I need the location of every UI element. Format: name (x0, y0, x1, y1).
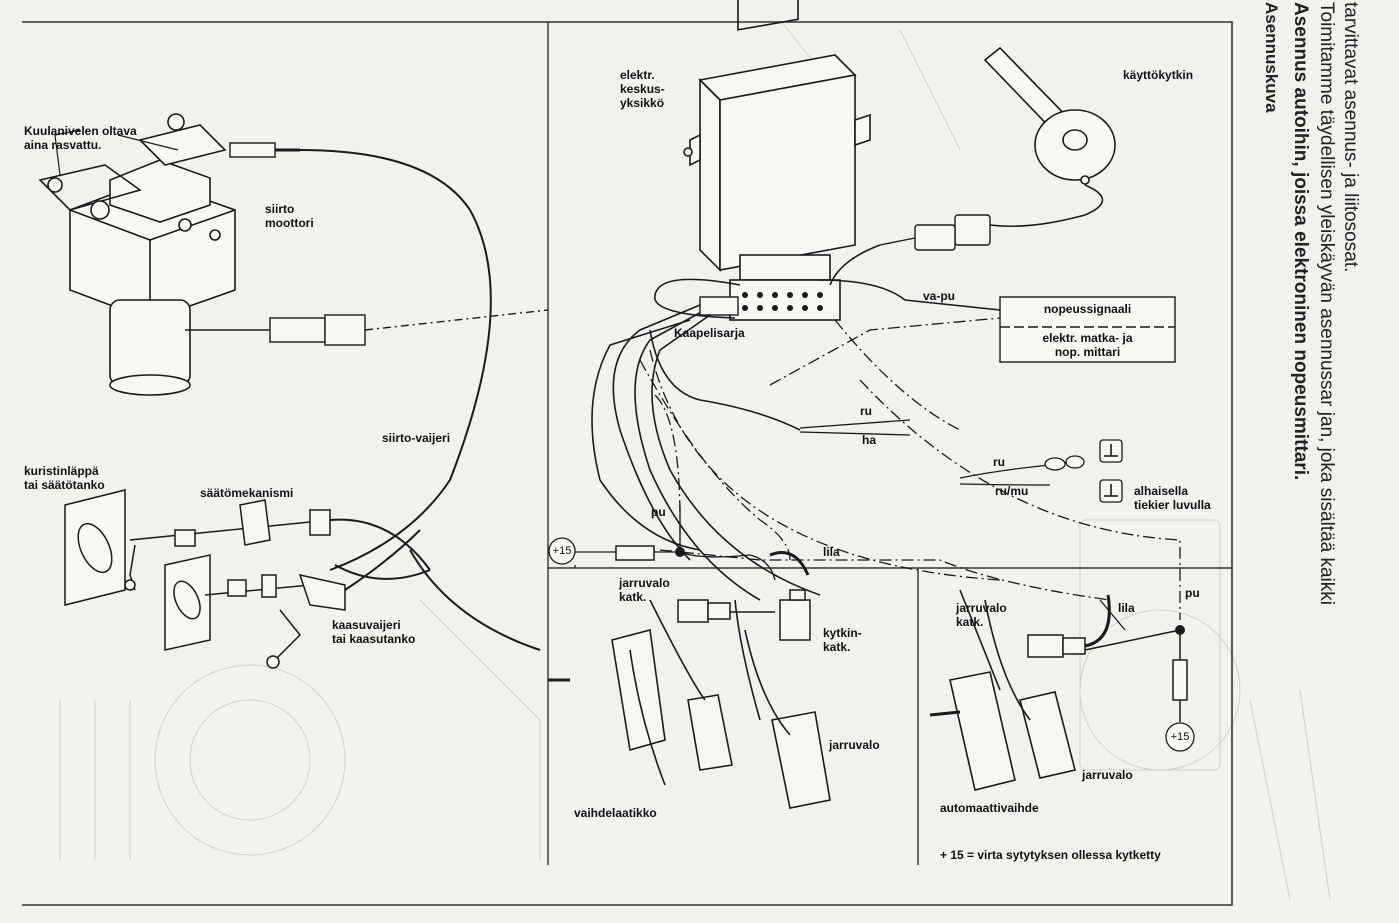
throttle-drawing (64, 489, 211, 651)
label-ha: ha (862, 433, 877, 447)
side-body-line2: tarvittavat asennus- ja liitososat. (1340, 2, 1361, 273)
label-manual-gearbox: vaihdelaatikko (574, 806, 657, 820)
label-brake-switch-1: jarruvalo katk. (619, 576, 670, 604)
auto-pedals (949, 589, 1076, 791)
label-ru-mu: ru/mu (995, 484, 1029, 498)
label-low-speed: alhaisella tiekier luvulla (1134, 484, 1211, 512)
label-brake-light-1: jarruvalo (829, 738, 880, 752)
label-clutch-switch: kytkin- katk. (823, 626, 862, 654)
label-pu-1: pu (651, 505, 666, 519)
transfer-cable (235, 149, 492, 580)
label-harness: Kaapelisarja (674, 326, 745, 340)
switch-connector (879, 214, 991, 251)
label-ball-joint: Kuulanivelen oltava aina rasvattu. (24, 124, 137, 152)
label-footnote: + 15 = virta sytytyksen ollessa kytketty (940, 848, 1161, 862)
page-frame (22, 21, 1233, 906)
label-motor: siirto moottori (265, 202, 314, 230)
manual-switches (615, 545, 811, 641)
wiring-harness (591, 244, 1001, 601)
label-plus15-b: +15 (1170, 731, 1190, 743)
label-automatic: automaattivaihde (940, 801, 1039, 815)
label-pu-2: pu (1185, 586, 1200, 600)
label-switch: käyttökytkin (1123, 68, 1194, 82)
control-cables (329, 518, 541, 651)
manual-pedals (611, 599, 831, 809)
ground-symbols (1104, 444, 1118, 497)
label-ecu: elektr. keskus- yksikkö (620, 68, 665, 110)
label-va-pu: va-pu (923, 289, 956, 303)
side-subheading: Asennus autoihin, joissa elektroninen no… (1290, 2, 1311, 481)
label-speed-signal: nopeussignaali (1043, 302, 1132, 316)
label-lila-2: lila (1118, 601, 1135, 615)
side-heading: Asennuskuva (1262, 2, 1281, 113)
label-lila-1: lila (823, 545, 840, 559)
signal-box (999, 296, 1176, 363)
label-brake-light-2: jarruvalo (1082, 768, 1133, 782)
label-brake-switch-2: jarruvalo katk. (956, 601, 1007, 629)
label-throttle: kuristinläppä tai säätötanko (24, 464, 105, 492)
label-adjuster: säätömekanismi (200, 486, 294, 500)
side-body-line1: Toimitamme täydellisen yleiskäyvän asenn… (1316, 2, 1337, 605)
label-ru-2: ru (993, 455, 1005, 469)
adjuster-drawing (129, 499, 346, 669)
motor-connector (185, 309, 549, 346)
label-transfer-cable: siirto-vaijeri (382, 431, 451, 445)
ecu-drawing (683, 0, 871, 321)
label-speedometer: elektr. matka- ja nop. mittari (1042, 331, 1133, 359)
bleed-through-texture (59, 19, 1331, 901)
servo-motor-drawing (38, 113, 236, 396)
stalk-switch-drawing (983, 46, 1116, 185)
side-text-panel: Asennuskuva Asennus autoihin, joissa ele… (1239, 0, 1399, 923)
label-plus15-a: +15 (552, 545, 572, 557)
label-ru-1: ru (860, 404, 872, 418)
label-gas-cable: kaasuvaijeri tai kaasutanko (332, 618, 416, 646)
section-dividers (547, 22, 1232, 865)
